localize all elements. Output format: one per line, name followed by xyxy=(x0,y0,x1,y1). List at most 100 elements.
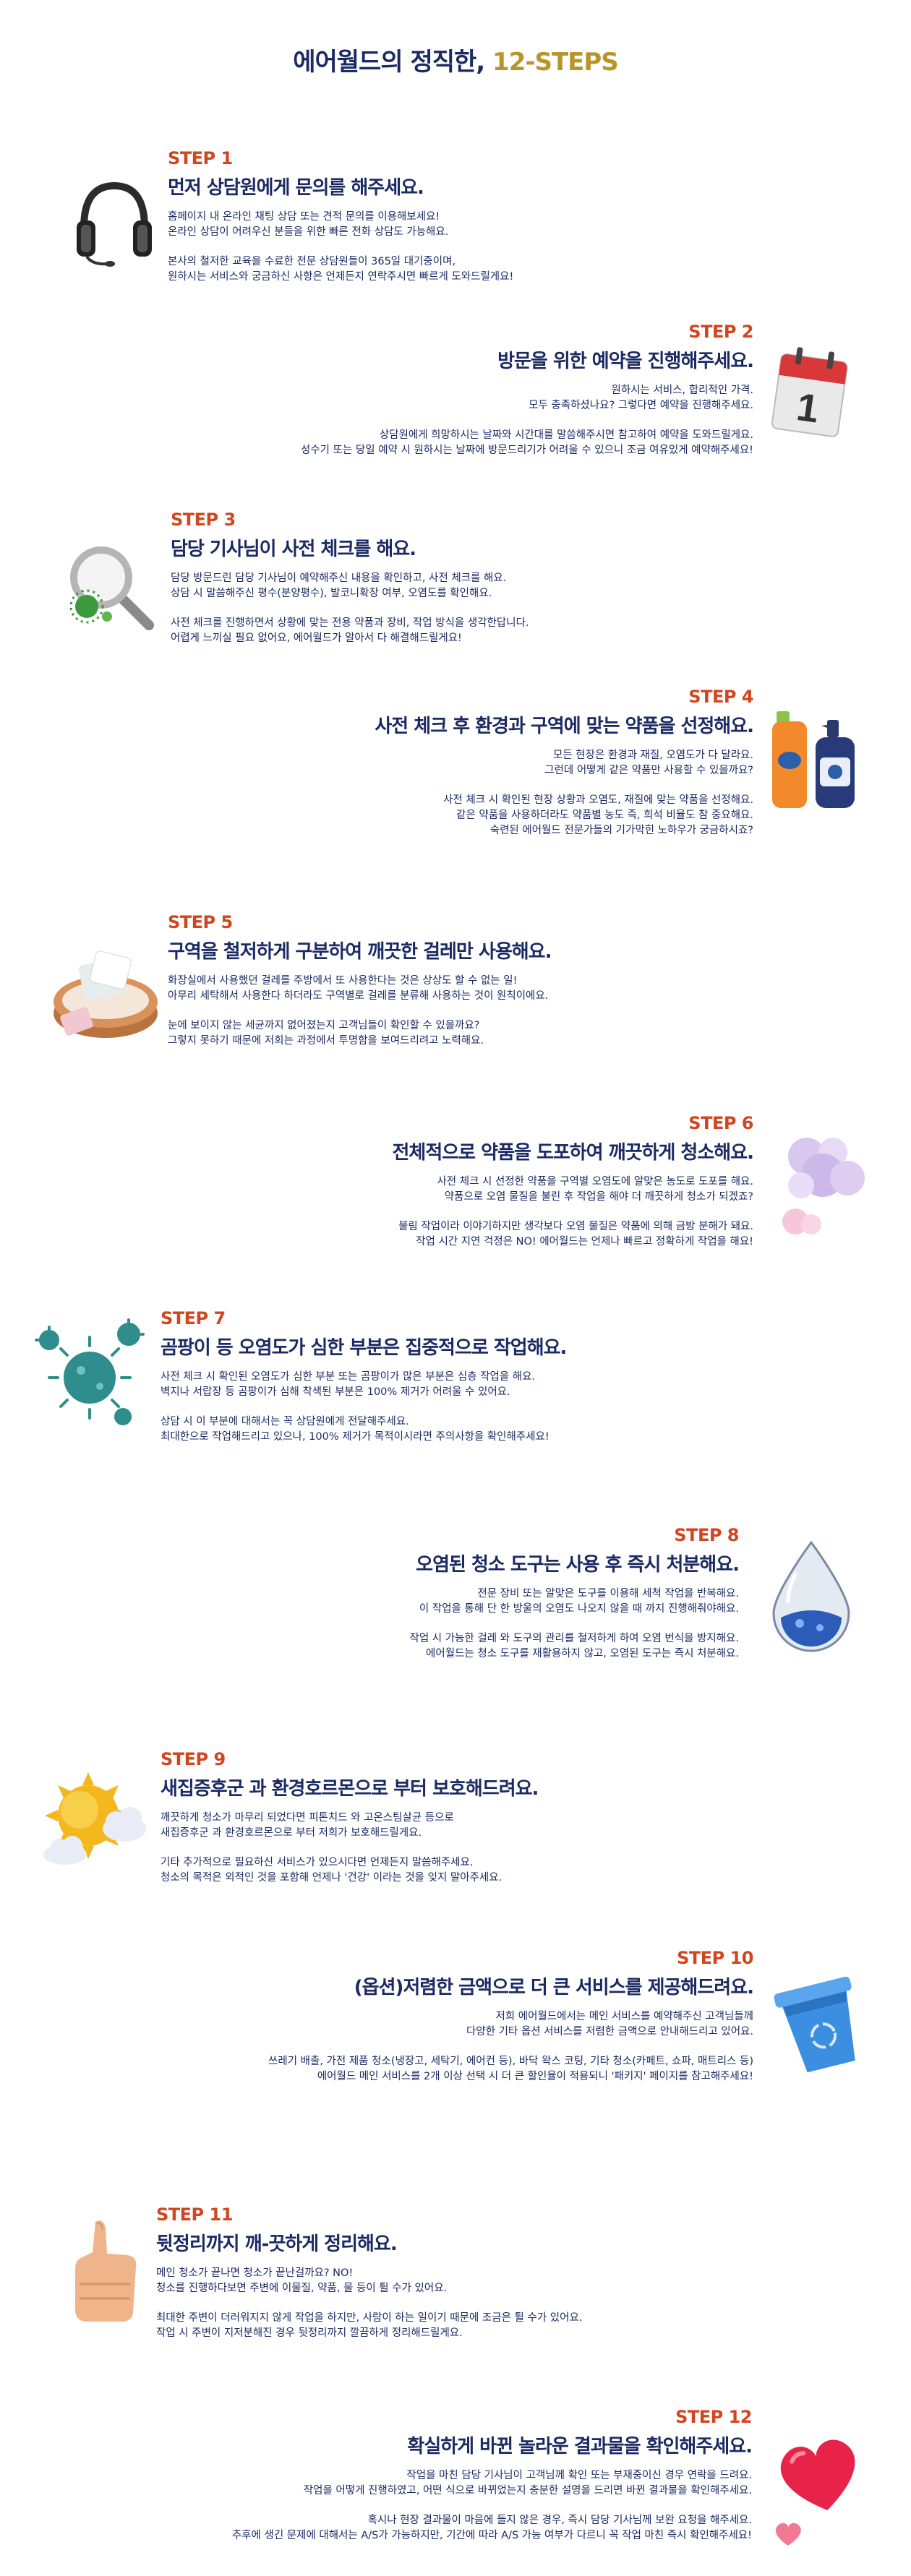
step-paragraph: 눈에 보이지 않는 세균까지 없어졌는지 고객님들이 확인할 수 있을까요? 그… xyxy=(168,1018,551,1049)
step-text-line: 깨끗하게 청소가 마무리 되었다면 피톤치드 와 고온스팀살균 등으로 xyxy=(161,1812,454,1824)
virus-icon xyxy=(33,1315,149,1431)
step-paragraph: 최대한 주변이 더러워지지 않게 작업을 하지만, 사람이 하는 일이기 때문에… xyxy=(156,2311,582,2341)
step-text-line: 사전 체크 시 확인된 오염도가 심한 부분 또는 곰팡이가 많은 부분은 심층… xyxy=(161,1371,536,1383)
step-text-line: 최대한 주변이 더러워지지 않게 작업을 하지만, 사람이 하는 일이기 때문에… xyxy=(156,2312,583,2324)
step-paragraph: 사전 체크를 진행하면서 상황에 맞는 전용 약품과 장비, 작업 방식을 생각… xyxy=(171,616,529,646)
step-text-line: 원하시는 서비스와 궁금하신 사항은 언제든지 연락주시면 빠르게 도와드릴게요… xyxy=(168,271,514,283)
step-heading: 곰팡이 등 오염도가 심한 부분은 집중적으로 작업해요. xyxy=(161,1337,567,1359)
step-text-line: 담당 방문드린 담당 기사님이 예약해주신 내용을 확인하고, 사전 체크를 해… xyxy=(171,572,507,584)
step-paragraph: 모든 현장은 환경과 재질, 오염도가 다 달라요. 그런데 어떻게 같은 약품… xyxy=(375,748,753,778)
step-paragraph: 사전 체크 시 확인된 오염도가 심한 부분 또는 곰팡이가 많은 부분은 심층… xyxy=(161,1370,566,1400)
step-paragraph: 작업 시 가능한 걸레 와 도구의 관리를 철저하게 하여 오염 번식을 방지해… xyxy=(409,1631,739,1662)
step-text-line: 저희 에어월드에서는 메인 서비스를 예약해주신 고객님들께 xyxy=(495,2011,753,2022)
step-text-line: 온라인 상담이 어려우신 분들을 위한 빠른 전화 상담도 가능해요. xyxy=(168,226,449,238)
step-heading: 새집증후군 과 환경호르몬으로 부터 보호해드려요. xyxy=(161,1778,539,1800)
step-label: STEP 2 xyxy=(688,322,753,342)
step-text-line: 다양한 기타 옵션 서비스를 저렴한 금액으로 안내해드리고 있어요. xyxy=(466,2026,753,2038)
step-text-line: 모든 현장은 환경과 재질, 오염도가 다 달라요. xyxy=(553,750,753,761)
step-text-line: 같은 약품을 사용하더라도 약품별 농도 즉, 희석 비율도 참 중요해요. xyxy=(456,810,753,821)
step-text-line: 에어월드 메인 서비스를 2개 이상 선택 시 더 큰 할인율이 적용되니 '패… xyxy=(317,2071,753,2082)
step-label: STEP 10 xyxy=(677,1948,753,1968)
step-text-line: 벽지나 서랍장 등 곰팡이가 심해 착색된 부분은 100% 제거가 어려울 수… xyxy=(161,1386,510,1398)
step-text-line: 사전 체크 시 선정한 약품을 구역별 오염도에 알맞은 농도로 도포를 해요. xyxy=(437,1176,753,1188)
step-text-line: 눈에 보이지 않는 세균까지 없어졌는지 고객님들이 확인할 수 있을까요? xyxy=(168,1020,480,1031)
step-text-line: 그런데 어떻게 같은 약품만 사용할 수 있을까요? xyxy=(544,765,753,776)
step-heading: 사전 체크 후 환경과 구역에 맞는 약품을 선정해요. xyxy=(375,716,754,737)
step-text-line: 추후에 생긴 문제에 대해서는 A/S가 가능하지만, 기간에 따라 A/S 가… xyxy=(231,2530,752,2541)
step-paragraph: 혹시나 현장 결과물이 마음에 들지 않은 경우, 즉시 담당 기사님께 보완 … xyxy=(232,2513,752,2543)
step-text-line: 상담원에게 희망하시는 날짜와 시간대를 말씀해주시면 참고하여 예약을 도와드… xyxy=(379,429,753,441)
step-text-line: 작업 시 가능한 걸레 와 도구의 관리를 철저하게 하여 오염 번식을 방지해… xyxy=(409,1633,739,1644)
step-paragraph: 상담원에게 희망하시는 날짜와 시간대를 말씀해주시면 참고하여 예약을 도와드… xyxy=(301,428,753,458)
step-text-line: 아무리 세탁해서 사용한다 하더라도 구역별로 걸레를 분류해 사용하는 것이 … xyxy=(168,990,549,1002)
calendar-icon: 1 xyxy=(766,343,853,441)
step-text-line: 본사의 철저한 교육을 수료한 전문 상담원들이 365일 대기중이며, xyxy=(168,256,456,267)
step-text-line: 새집증후군 과 환경호르몬으로 부터 저희가 보호해드릴게요. xyxy=(161,1827,422,1839)
step-paragraph: 작업을 마친 담당 기사님이 고객님께 확인 또는 부재중이신 경우 연락을 드… xyxy=(232,2468,752,2499)
step-paragraph: 기타 추가적으로 필요하신 서비스가 있으시다면 언제든지 말씀해주세요. 청소… xyxy=(161,1855,538,1886)
step-paragraph: 상담 시 이 부분에 대해서는 꼭 상담원에게 전달해주세요. 최대한으로 작업… xyxy=(161,1414,566,1445)
thumbs-up-icon xyxy=(58,2212,145,2327)
step-text-line: 작업 시 주변이 지저분해진 경우 뒷정리까지 깔끔하게 정리해드릴게요. xyxy=(156,2327,463,2339)
cloth-basket-icon xyxy=(48,932,163,1041)
step-paragraph: 불림 작업이라 이야기하지만 생각보다 오염 물질은 약품에 의해 금방 분해가… xyxy=(393,1219,753,1250)
step-text-line: 불림 작업이라 이야기하지만 생각보다 오염 물질은 약품에 의해 금방 분해가… xyxy=(398,1221,753,1232)
step-heading: 전체적으로 약품을 도포하여 깨끗하게 청소해요. xyxy=(392,1142,754,1164)
step-paragraph: 쓰레기 배출, 가전 제품 청소(냉장고, 세탁기, 에어컨 등), 바닥 왁스… xyxy=(268,2054,753,2085)
step-text-line: 메인 청소가 끝나면 청소가 끝난걸까요? NO! xyxy=(156,2267,354,2279)
step-text-line: 에어월드는 청소 도구를 재활용하지 않고, 오염된 도구는 즉시 처분해요. xyxy=(426,1648,739,1660)
step-text-line: 전문 장비 또는 알맞은 도구를 이용해 세척 작업을 반복해요. xyxy=(477,1588,739,1600)
sun-cloud-icon xyxy=(36,1769,152,1871)
step-text-line: 약품으로 오염 물질을 불린 후 작업을 해야 더 깨끗하게 청소가 되겠죠? xyxy=(444,1191,753,1203)
step-heading: 오염된 청소 도구는 사용 후 즉시 처분해요. xyxy=(416,1554,740,1576)
step-paragraph: 전문 장비 또는 알맞은 도구를 이용해 세척 작업을 반복해요. 이 작업을 … xyxy=(409,1587,739,1617)
step-label: STEP 6 xyxy=(688,1113,753,1133)
water-drop-icon xyxy=(766,1538,856,1654)
step-text-line: 작업 시간 지연 걱정은 NO! 에어월드는 언제나 빠르고 정확하게 작업을 … xyxy=(416,1236,753,1248)
step-text-line: 기타 추가적으로 필요하신 서비스가 있으시다면 언제든지 말씀해주세요. xyxy=(161,1857,474,1868)
step-label: STEP 9 xyxy=(161,1749,226,1769)
step-text-line: 사전 체크를 진행하면서 상황에 맞는 전용 약품과 장비, 작업 방식을 생각… xyxy=(171,617,529,629)
step-text-line: 혹시나 현장 결과물이 마음에 들지 않은 경우, 즉시 담당 기사님께 보완 … xyxy=(367,2515,752,2526)
step-paragraph: 담당 방문드린 담당 기사님이 예약해주신 내용을 확인하고, 사전 체크를 해… xyxy=(171,571,529,601)
step-heading: 담당 기사님이 사전 체크를 해요. xyxy=(171,538,416,560)
page-title: 에어월드의 정직한, 12-STEPS xyxy=(0,42,911,77)
step-paragraph: 메인 청소가 끝나면 청소가 끝난걸까요? NO! 청소를 진행하다보면 주변에… xyxy=(156,2266,582,2296)
step-text-line: 청소를 진행하다보면 주변에 이물질, 약품, 물 등이 튈 수가 있어요. xyxy=(156,2283,448,2294)
step-label: STEP 8 xyxy=(674,1525,739,1545)
step-paragraph: 홈페이지 내 온라인 채팅 상담 또는 견적 문의를 이용해보세요! 온라인 상… xyxy=(168,210,513,240)
step-text-line: 청소의 목적은 외적인 것을 포함해 언제나 '건강' 이라는 것을 잊지 말아… xyxy=(161,1872,502,1884)
detergent-bottles-icon xyxy=(766,704,860,812)
step-paragraph: 저희 에어월드에서는 메인 서비스를 예약해주신 고객님들께 다양한 기타 옵션… xyxy=(268,2009,753,2040)
step-heading: 먼저 상담원에게 문의를 해주세요. xyxy=(168,177,424,199)
step-text-line: 모두 충족하셨나요? 그렇다면 예약을 진행해주세요. xyxy=(529,400,753,411)
step-text-line: 화장실에서 사용했던 걸레를 주방에서 또 사용한다는 것은 상상도 할 수 없… xyxy=(168,975,518,987)
step-text-line: 숙련된 에어월드 전문가들의 기가막힌 노하우가 궁금하시죠? xyxy=(489,825,753,836)
step-heading: 구역을 철저하게 구분하여 깨끗한 걸레만 사용해요. xyxy=(168,941,552,963)
step-heading: (옵션)저렴한 금액으로 더 큰 서비스를 제공해드려요. xyxy=(354,1977,754,1998)
step-text-line: 어렵게 느끼실 필요 없어요, 에어월드가 알아서 다 해결해드릴게요! xyxy=(171,632,462,644)
step-text-line: 상담 시 이 부분에 대해서는 꼭 상담원에게 전달해주세요. xyxy=(161,1416,409,1427)
step-label: STEP 12 xyxy=(675,2407,752,2427)
step-text-line: 그렇지 못하기 때문에 저희는 과정에서 투명함을 보여드리려고 노력해요. xyxy=(168,1035,484,1047)
step-label: STEP 7 xyxy=(161,1308,226,1328)
step-label: STEP 11 xyxy=(156,2204,233,2225)
step-text-line: 최대한으로 작업해드리고 있으나, 100% 제거가 목적이시라면 주의사항을 … xyxy=(161,1431,549,1443)
foam-bubbles-icon xyxy=(772,1128,873,1243)
step-paragraph: 깨끗하게 청소가 마무리 되었다면 피톤치드 와 고온스팀살균 등으로 새집증후… xyxy=(161,1811,538,1841)
step-label: STEP 3 xyxy=(171,510,236,530)
step-text-line: 작업을 어떻게 진행하였고, 어떤 식으로 바뀌었는지 충분한 설명을 드리면 … xyxy=(303,2485,752,2496)
step-text-line: 쓰레기 배출, 가전 제품 청소(냉장고, 세탁기, 에어컨 등), 바닥 왁스… xyxy=(268,2056,753,2067)
heart-icon xyxy=(766,2424,868,2551)
step-paragraph: 원하시는 서비스, 합리적인 가격. 모두 충족하셨나요? 그렇다면 예약을 진… xyxy=(301,383,753,413)
page-title-accent: 12-STEPS xyxy=(492,48,619,77)
recycle-bin-icon xyxy=(769,1967,871,2075)
step-heading: 뒷정리까지 깨-끗하게 정리해요. xyxy=(156,2233,398,2255)
step-text-line: 원하시는 서비스, 합리적인 가격. xyxy=(611,385,753,396)
step-heading: 방문을 위한 예약을 진행해주세요. xyxy=(497,351,754,372)
step-text-line: 이 작업을 통해 단 한 방울의 오염도 나오지 않을 때 까지 진행해줘야해요… xyxy=(419,1603,739,1615)
step-text-line: 성수기 또는 당일 예약 시 원하시는 날짜에 방문드리기가 어려울 수 있으니… xyxy=(300,445,753,456)
step-paragraph: 사전 체크 시 선정한 약품을 구역별 오염도에 알맞은 농도로 도포를 해요.… xyxy=(393,1175,753,1205)
headset-icon xyxy=(71,177,158,267)
step-label: STEP 5 xyxy=(168,912,233,932)
